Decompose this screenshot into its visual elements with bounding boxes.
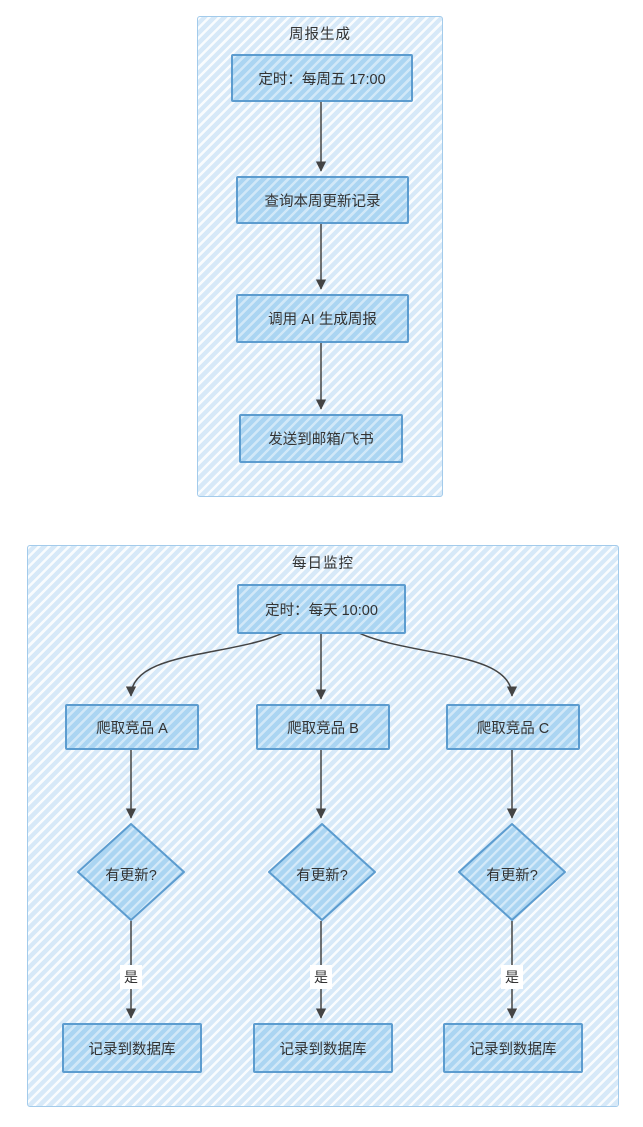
node-record-a: 记录到数据库 (62, 1023, 202, 1073)
node-weekly-send-label: 发送到邮箱/飞书 (268, 432, 374, 448)
edge-label-yes-b: 是 (310, 965, 332, 989)
edge-trigger-to-crawl-c (358, 632, 518, 697)
node-weekly-send: 发送到邮箱/飞书 (239, 414, 403, 463)
node-crawl-c-label: 爬取竞品 C (476, 720, 550, 737)
panel-weekly-title: 周报生成 (289, 27, 351, 43)
node-daily-trigger: 定时：每天 10:00 (237, 584, 406, 634)
node-weekly-query: 查询本周更新记录 (236, 176, 409, 224)
node-crawl-b-label: 爬取竞品 B (287, 720, 359, 737)
node-record-b: 记录到数据库 (253, 1023, 393, 1073)
panel-daily-title: 每日监控 (292, 556, 354, 572)
node-weekly-trigger-label: 定时：每周五 17:00 (258, 71, 386, 88)
node-record-b-label: 记录到数据库 (279, 1041, 367, 1058)
node-crawl-c: 爬取竞品 C (446, 704, 580, 750)
diamond-decision-a (77, 823, 185, 921)
node-record-c-label: 记录到数据库 (469, 1041, 557, 1058)
node-record-c: 记录到数据库 (443, 1023, 583, 1073)
node-crawl-b: 爬取竞品 B (256, 704, 390, 750)
panel-weekly-report: 周报生成 定时：每周五 17:00 查询本周更新记录 调用 AI 生成周报 发送… (197, 16, 443, 497)
node-weekly-ai: 调用 AI 生成周报 (236, 294, 409, 343)
node-weekly-query-label: 查询本周更新记录 (264, 193, 381, 210)
node-crawl-a: 爬取竞品 A (65, 704, 199, 750)
node-crawl-a-label: 爬取竞品 A (96, 720, 168, 737)
diamond-decision-b (268, 823, 376, 921)
diamond-decision-c (458, 823, 566, 921)
edge-trigger-to-crawl-a (125, 632, 284, 697)
decision-b-label: 有更新? (296, 868, 348, 884)
edge-label-yes-c: 是 (501, 965, 523, 989)
edge-label-yes-a: 是 (120, 965, 142, 989)
node-record-a-label: 记录到数据库 (88, 1041, 176, 1058)
node-weekly-trigger: 定时：每周五 17:00 (231, 54, 413, 102)
node-weekly-ai-label: 调用 AI 生成周报 (268, 312, 377, 328)
decision-c-label: 有更新? (486, 868, 538, 884)
decision-a-label: 有更新? (105, 868, 157, 884)
node-daily-trigger-label: 定时：每天 10:00 (265, 602, 378, 619)
